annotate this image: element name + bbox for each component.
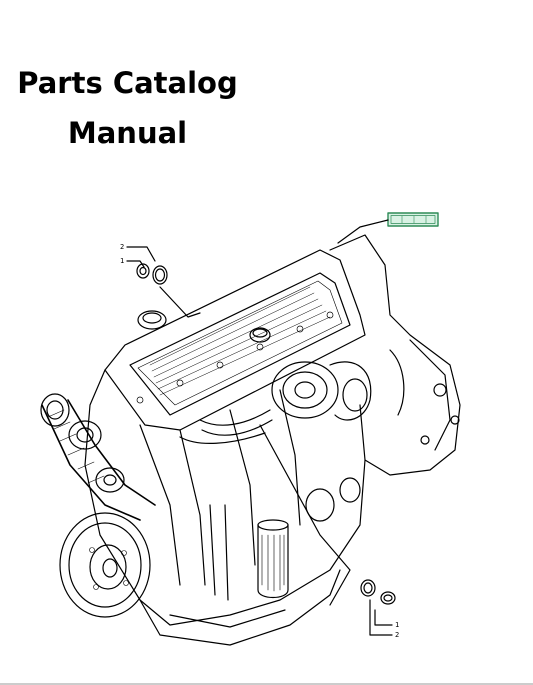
reference-badge: [337, 212, 439, 244]
document-title: Parts Catalog Manual: [0, 58, 255, 158]
title-line-2: Manual: [67, 116, 188, 150]
callout-bottom-2: 2: [395, 631, 399, 639]
callout-top-1: 1: [120, 257, 124, 265]
title-line-1: Parts Catalog: [17, 66, 238, 100]
engine-body: [40, 234, 461, 646]
callout-top: 2 1: [120, 243, 201, 318]
page-bottom-border: [0, 683, 533, 685]
callout-bottom-1: 1: [395, 621, 399, 629]
callout-top-2: 2: [120, 243, 124, 251]
engine-illustration: 2 1: [40, 212, 461, 646]
callout-bottom: 1 2: [259, 424, 399, 639]
